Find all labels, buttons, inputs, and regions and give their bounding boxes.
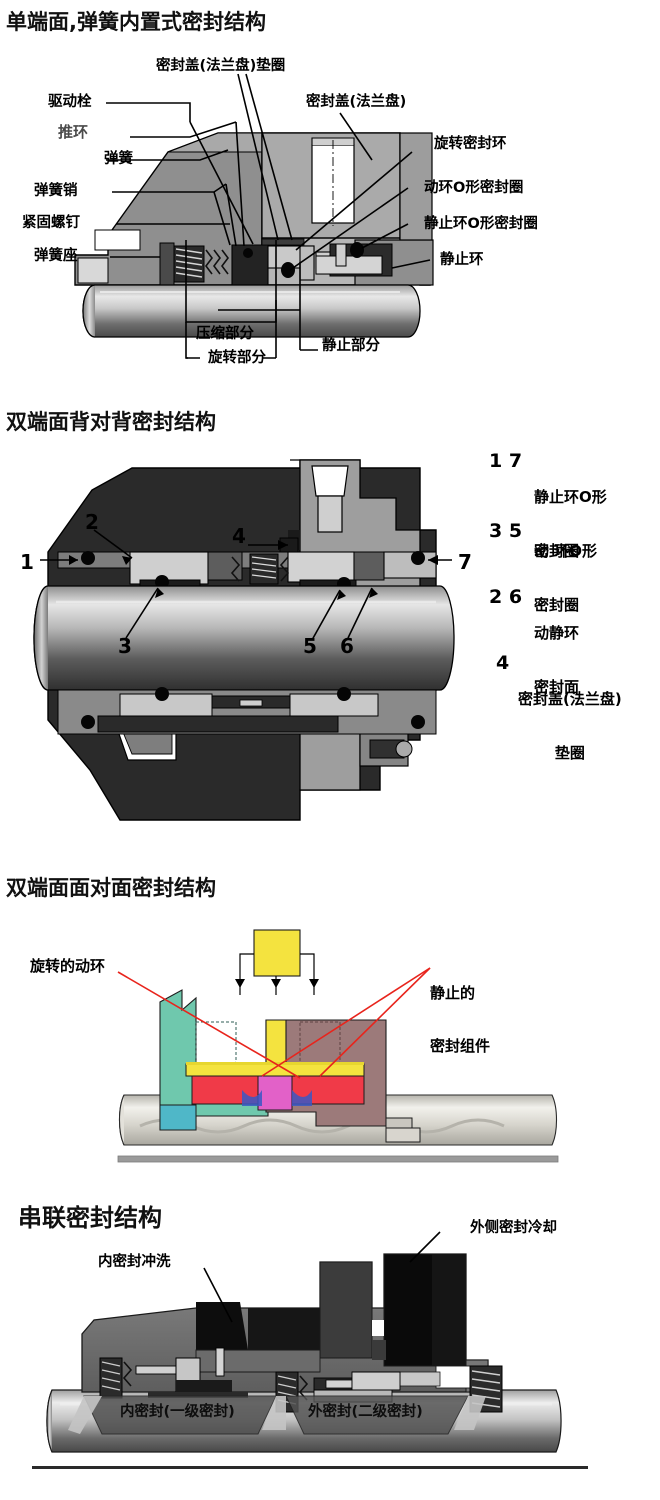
label-stationary-o-ring: 静止环O形密封圈 bbox=[424, 216, 538, 232]
legend-text-3-line1: 动静环 bbox=[534, 624, 580, 642]
callout-6: 6 bbox=[340, 634, 354, 658]
label-inner-seal: 内密封(一级密封) bbox=[120, 1404, 235, 1420]
legend-text-1-line1: 静止环O形 bbox=[534, 488, 607, 506]
label-drive-pin: 驱动栓 bbox=[48, 94, 92, 110]
callout-1: 1 bbox=[20, 550, 34, 574]
label-set-screw: 紧固螺钉 bbox=[22, 215, 80, 231]
label-spring-seat: 弹簧座 bbox=[34, 248, 78, 264]
legend-nums-3: 2 6 bbox=[489, 586, 523, 608]
legend-nums-1: 1 7 bbox=[489, 450, 523, 472]
back-to-back-diagram bbox=[33, 459, 455, 821]
leader-lines bbox=[203, 1231, 441, 1323]
label-stationary-assembly-line2: 密封组件 bbox=[430, 1037, 491, 1056]
legend-text-4-line2: 垫圈 bbox=[554, 744, 585, 762]
callout-4: 4 bbox=[232, 524, 246, 548]
bottom-brackets bbox=[185, 240, 318, 359]
leader-lines-internal bbox=[189, 121, 254, 247]
single-face-diagram bbox=[74, 73, 434, 359]
legend-text-1-line2: 密封圈 bbox=[534, 542, 580, 560]
face-to-face-diagram bbox=[117, 929, 559, 1163]
section-title-single-face: 单端面,弹簧内置式密封结构 bbox=[6, 10, 266, 34]
label-stationary-ring: 静止环 bbox=[440, 252, 484, 268]
label-spring-pin: 弹簧销 bbox=[34, 183, 78, 199]
label-spring: 弹簧 bbox=[104, 151, 133, 167]
section-title-tandem: 串联密封结构 bbox=[18, 1204, 162, 1232]
label-push-ring: 推环 bbox=[58, 123, 89, 141]
legend-nums-4: 4 bbox=[496, 652, 510, 674]
legend-text-3: 动静环 密封面 bbox=[534, 588, 579, 732]
legend-text-3-line2: 密封面 bbox=[534, 678, 580, 696]
o-ring-stationary bbox=[350, 242, 364, 258]
section-back-to-back: 双端面背对背密封结构 bbox=[0, 390, 660, 830]
callout-2: 2 bbox=[85, 510, 99, 534]
section-face-to-face: 双端面面对面密封结构 bbox=[0, 850, 660, 1180]
section-single-face: 单端面,弹簧内置式密封结构 bbox=[0, 0, 660, 390]
spring-coil bbox=[173, 245, 205, 283]
upper-internals bbox=[57, 537, 437, 597]
rotating-ring-assembly bbox=[159, 989, 269, 1131]
tandem-seal-diagram bbox=[32, 1231, 588, 1469]
lower-internals bbox=[57, 687, 437, 735]
leader-lines-red bbox=[117, 967, 431, 1079]
leader-lines-right bbox=[289, 151, 431, 271]
section-title-face-to-face: 双端面面对面密封结构 bbox=[6, 876, 216, 900]
label-rotating-part: 旋转部分 bbox=[208, 350, 266, 366]
label-compression-part: 压缩部分 bbox=[196, 326, 254, 342]
seal-zone-markers bbox=[68, 1395, 486, 1435]
label-gasket-top: 密封盖(法兰盘)垫圈 bbox=[156, 58, 286, 74]
legend-text-2-line1: 动 环O形 bbox=[534, 542, 597, 560]
label-outer-seal: 外密封(二级密封) bbox=[308, 1404, 423, 1420]
label-seal-cover: 密封盖(法兰盘) bbox=[306, 94, 407, 110]
label-outer-cooling: 外侧密封冷却 bbox=[470, 1220, 557, 1236]
label-stationary-assembly-line1: 静止的 bbox=[430, 984, 476, 1003]
section-title-back-to-back: 双端面背对背密封结构 bbox=[6, 410, 216, 434]
label-rotating-o-ring: 动环O形密封圈 bbox=[424, 180, 524, 196]
callout-7: 7 bbox=[458, 550, 472, 574]
legend-text-4-line1: 密封盖(法兰盘) bbox=[518, 690, 622, 708]
legend-text-2: 动 环O形 密封圈 bbox=[534, 506, 597, 650]
callout-arrows bbox=[40, 529, 452, 641]
label-rotating-ring: 旋转的动环 bbox=[30, 957, 106, 975]
o-ring-rotating bbox=[281, 262, 295, 278]
legend-text-2-line2: 密封圈 bbox=[534, 596, 580, 614]
section-tandem-seal: 串联密封结构 bbox=[0, 1180, 660, 1500]
shaft bbox=[82, 284, 421, 338]
seal-faces bbox=[185, 1062, 365, 1111]
label-inner-flush: 内密封冲洗 bbox=[98, 1254, 171, 1270]
legend-text-1: 静止环O形 密封圈 bbox=[534, 452, 607, 596]
legend-text-4: 密封盖(法兰盘) 垫圈 bbox=[518, 654, 622, 798]
label-rotating-seal-ring: 旋转密封环 bbox=[434, 136, 507, 152]
callout-5: 5 bbox=[303, 634, 317, 658]
label-stationary-part: 静止部分 bbox=[322, 338, 380, 354]
callout-3: 3 bbox=[118, 634, 132, 658]
shaft bbox=[33, 585, 455, 691]
inner-seal-stack bbox=[99, 1347, 248, 1399]
label-stationary-assembly: 静止的 密封组件 bbox=[430, 950, 490, 1092]
legend-nums-2: 3 5 bbox=[489, 520, 523, 542]
leader-lines-top bbox=[237, 73, 373, 241]
seal-internals bbox=[159, 238, 393, 286]
